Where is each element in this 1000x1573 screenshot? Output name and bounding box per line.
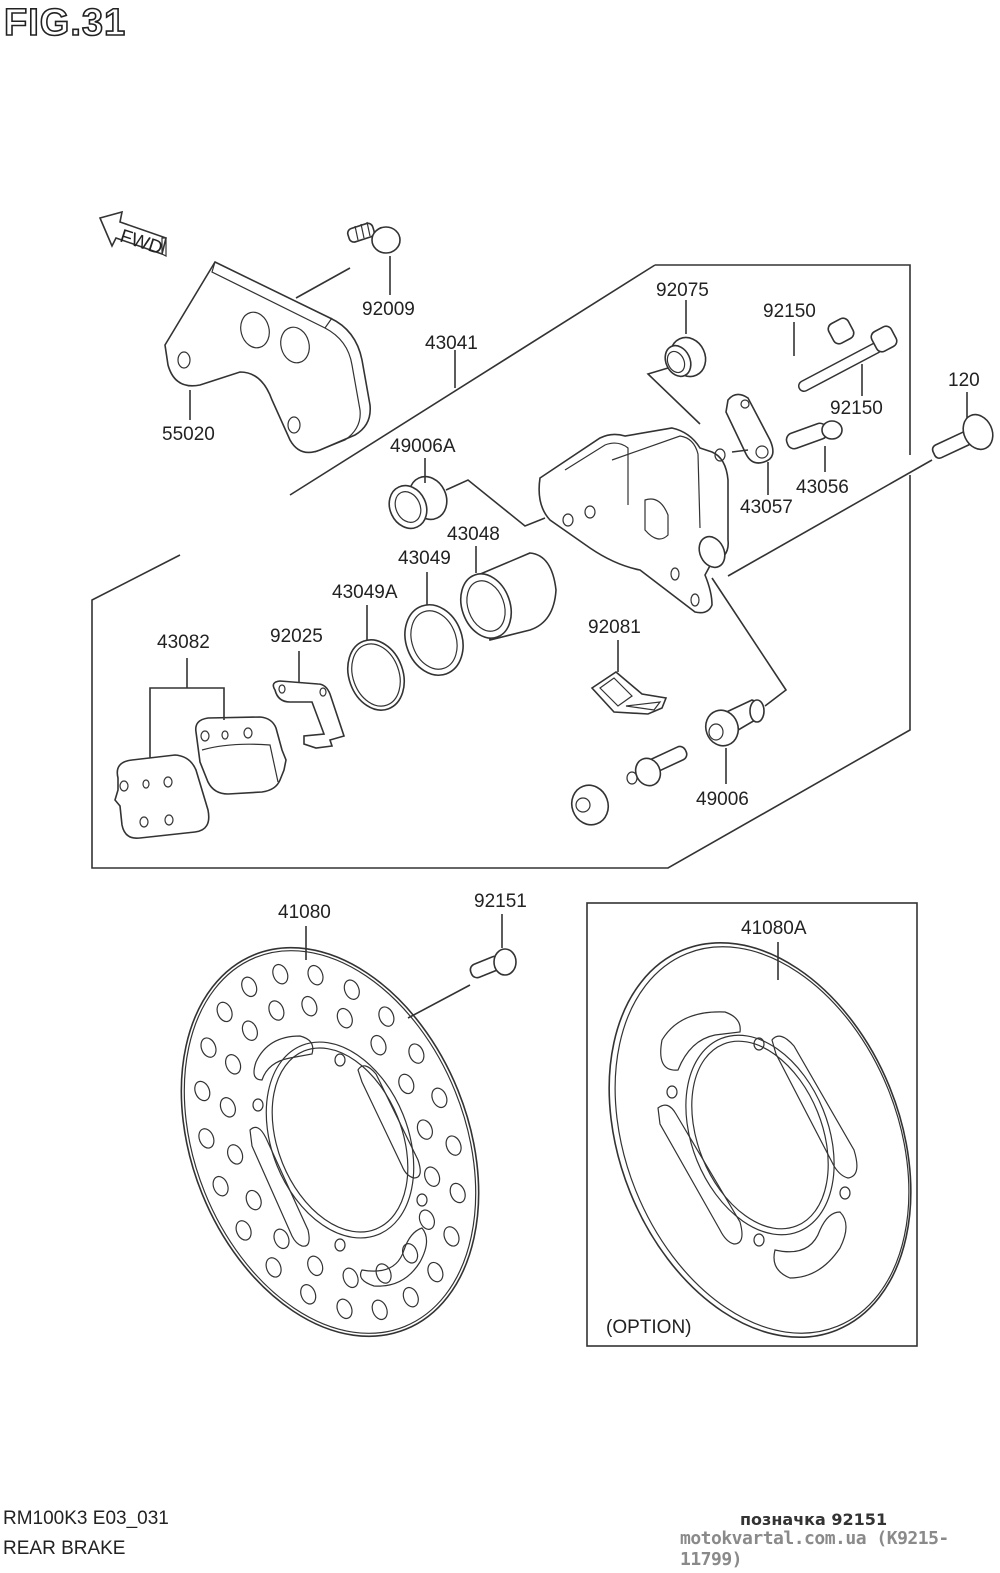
drill-hole xyxy=(431,1087,448,1109)
part-92075-seal[interactable] xyxy=(660,332,711,383)
part-92009-bolt[interactable] xyxy=(346,221,401,254)
drill-hole xyxy=(200,1037,217,1058)
drill-hole xyxy=(219,1097,236,1118)
drill-hole xyxy=(370,1034,387,1056)
drill-hole xyxy=(371,1299,388,1321)
pin-bolt[interactable] xyxy=(626,745,689,790)
label-49006A: 49006A xyxy=(390,436,456,457)
part-55020-bracket[interactable] xyxy=(164,260,372,454)
drill-hole xyxy=(336,1007,353,1029)
drill-hole xyxy=(212,1175,229,1197)
drill-hole xyxy=(241,976,258,998)
drill-hole xyxy=(216,1001,233,1023)
drill-hole xyxy=(241,1020,258,1041)
part-43049A-seal[interactable] xyxy=(338,632,413,718)
label-92151: 92151 xyxy=(474,891,527,912)
part-92150-pin-b[interactable] xyxy=(798,324,899,392)
drill-hole xyxy=(235,1220,252,1241)
drill-hole xyxy=(427,1261,444,1283)
label-43048: 43048 xyxy=(447,524,500,545)
part-120-bolt[interactable] xyxy=(931,410,998,460)
drill-hole xyxy=(272,963,289,985)
drill-hole xyxy=(416,1119,433,1140)
caliper-body[interactable] xyxy=(538,427,730,614)
drill-hole xyxy=(307,964,324,986)
drill-hole xyxy=(445,1135,462,1156)
part-92081-clip[interactable] xyxy=(590,671,668,715)
drill-hole xyxy=(245,1189,262,1211)
part-49006-sleeve[interactable] xyxy=(701,699,765,750)
drill-hole xyxy=(449,1182,466,1204)
drill-hole xyxy=(198,1128,215,1149)
washer[interactable] xyxy=(566,780,614,830)
option-box xyxy=(586,902,918,1347)
label-92009: 92009 xyxy=(362,299,415,320)
part-reference: позначка 92151 xyxy=(740,1510,888,1529)
drill-hole xyxy=(307,1255,324,1277)
fwd-label: FWD xyxy=(117,226,165,259)
drill-hole xyxy=(398,1073,415,1095)
label-43049: 43049 xyxy=(398,548,451,569)
part-43048-piston[interactable] xyxy=(452,552,557,645)
site-watermark: motokvartal.com.ua (K9215-11799) xyxy=(680,1528,949,1570)
drill-hole xyxy=(342,1267,359,1289)
drill-hole xyxy=(301,995,318,1017)
part-43049-seal[interactable] xyxy=(395,597,472,684)
drill-hole xyxy=(265,1257,282,1278)
drill-hole xyxy=(273,1228,290,1250)
label-43041: 43041 xyxy=(425,333,478,354)
label-41080: 41080 xyxy=(278,902,331,923)
label-55020: 55020 xyxy=(162,424,215,445)
disc-drill-holes xyxy=(194,963,466,1321)
part-43082-pad-rear[interactable] xyxy=(114,754,210,840)
drill-hole xyxy=(375,1263,392,1284)
part-92151-disc-bolt[interactable] xyxy=(469,948,517,979)
part-92025-spring[interactable] xyxy=(272,680,346,749)
drill-hole xyxy=(443,1226,460,1247)
label-43049A: 43049A xyxy=(332,582,398,603)
drill-hole xyxy=(418,1209,435,1230)
drill-hole xyxy=(424,1166,441,1187)
drill-hole xyxy=(336,1298,353,1320)
label-92150-b: 92150 xyxy=(830,398,883,419)
label-41080A: 41080A xyxy=(741,918,807,939)
label-49006: 49006 xyxy=(696,789,749,810)
drill-hole xyxy=(300,1284,317,1305)
part-41080-brake-disc[interactable] xyxy=(126,903,533,1381)
label-92150-a: 92150 xyxy=(763,301,816,322)
option-label: (OPTION) xyxy=(606,1317,692,1338)
part-49006A-boot[interactable] xyxy=(382,470,453,534)
drill-hole xyxy=(343,979,360,1000)
drill-hole xyxy=(408,1043,425,1064)
part-41080A-brake-disc-option[interactable] xyxy=(553,897,966,1382)
label-120: 120 xyxy=(948,370,980,391)
label-43057: 43057 xyxy=(740,497,793,518)
label-92075: 92075 xyxy=(656,280,709,301)
part-43057-link[interactable] xyxy=(725,393,774,464)
part-43056-bleeder[interactable] xyxy=(785,420,843,451)
label-43056: 43056 xyxy=(796,477,849,498)
drill-hole xyxy=(227,1144,244,1165)
drill-hole xyxy=(194,1080,211,1102)
section-name: REAR BRAKE xyxy=(3,1538,126,1559)
drill-hole xyxy=(378,1006,395,1027)
drill-hole xyxy=(225,1054,242,1075)
drill-hole xyxy=(402,1286,419,1308)
part-92150-pin-a[interactable] xyxy=(753,316,856,383)
figure-title: FIG.31 xyxy=(3,1,127,45)
label-92025: 92025 xyxy=(270,626,323,647)
label-43082: 43082 xyxy=(157,632,210,653)
assembly-box-43041 xyxy=(91,264,911,869)
label-92081: 92081 xyxy=(588,617,641,638)
drill-hole xyxy=(402,1243,419,1264)
part-43082-pad-front[interactable] xyxy=(194,716,287,795)
drill-hole xyxy=(268,1000,285,1021)
model-code: RM100K3 E03_031 xyxy=(3,1508,169,1529)
fwd-arrow-icon: FWD xyxy=(98,210,167,259)
